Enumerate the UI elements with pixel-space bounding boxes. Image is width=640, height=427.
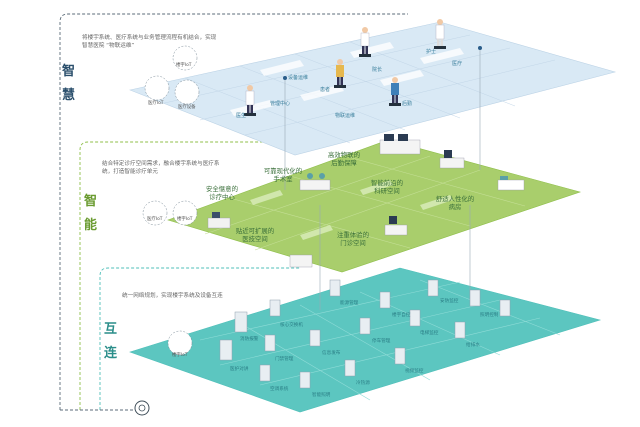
intelligent-plane (167, 139, 582, 273)
node-label-7: 医护对讲 (230, 367, 249, 372)
node-label-9: 信息发布 (322, 351, 341, 356)
connector-dot (283, 76, 287, 80)
smart-icon-label-building-iot: 楼宇IoT (176, 63, 192, 68)
research-lab (439, 150, 465, 169)
node-label-1: 核心交换机 (280, 323, 303, 328)
layer-connectors (284, 50, 481, 310)
intelligent-title-char-2: 能 (84, 218, 98, 233)
node-label-2: 能源管理 (340, 301, 359, 306)
interconnect-icon-label-building-iot: 楼宇IoT (172, 353, 188, 358)
iot-icon-circles (142, 45, 200, 356)
zone-label-5: 贴近可扩展的 医技空间 (235, 227, 275, 243)
node-label-4: 安防监控 (440, 299, 459, 304)
outpatient-room (384, 216, 408, 236)
zone-label-4: 智能前沿的 科研空间 (371, 179, 403, 195)
node-label-13: 空调系统 (270, 387, 289, 392)
smart-description-line-1: 将楼宇系统、医疗系统与业务管理流程有机结合，实现 (82, 35, 217, 41)
node-label-3: 楼宇自控 (392, 313, 411, 318)
node-label-15: 冷热源 (356, 381, 370, 386)
zone-label-2: 可靠现代化的 手术室 (263, 167, 303, 183)
zone-label-1: 安全惬意的 诊疗中心 (206, 185, 238, 201)
smart-icon-label-medical-iot: 医疗IoT (148, 101, 164, 106)
intelligent-description-line-2: 统，打造智能诊疗单元 (102, 169, 158, 175)
plane-label-2: 医生 (236, 113, 247, 119)
node-label-12: 给排水 (466, 343, 480, 348)
plane-label-3: 患者 (320, 87, 331, 93)
interconnect-frame-line (99, 267, 300, 410)
plane-label-7: 管理中心 (270, 101, 291, 107)
reception-desk (207, 212, 231, 229)
plane-label-4: 院长 (372, 67, 383, 73)
nurse-figure (434, 19, 446, 49)
director-figure (359, 27, 371, 57)
origin-node-icon (134, 400, 150, 416)
smart-plane (128, 21, 617, 156)
intelligent-flow-arrows (250, 180, 453, 240)
node-label-16: 视频监控 (405, 369, 424, 374)
connector-dot (478, 46, 482, 50)
imaging-room (289, 254, 313, 268)
operating-room (299, 173, 331, 191)
zone-label-7: 舒适人性化的 病房 (435, 195, 475, 211)
origin-node-inner (138, 404, 146, 412)
node-label-10: 停车管理 (372, 339, 391, 344)
node-label-8: 门禁管理 (275, 357, 294, 362)
interconnect-title-char-2: 连 (104, 346, 118, 361)
node-label-6: 消防报警 (240, 337, 259, 342)
plane-label-8: 医疗 (452, 61, 463, 67)
node-label-5: 照明控制 (480, 313, 499, 318)
node-label-14: 智能照明 (312, 393, 331, 398)
intelligent-title-char-1: 智 (84, 194, 98, 209)
smart-title-char-1: 智 (62, 64, 76, 79)
intelligent-description-line-1: 结合特定诊疗空间需求，融合楼宇系统与医疗系 (102, 161, 220, 167)
plane-label-9: 物联运维 (335, 113, 356, 119)
intelligent-frame-line (79, 141, 270, 410)
doctor-figure (244, 85, 256, 116)
intelligent-icon-label-building-iot: 楼宇IoT (177, 217, 193, 222)
smart-description-line-2: 智慧医院 “物联运维” (82, 43, 135, 49)
smart-frame-line (59, 13, 408, 410)
patient-figure (334, 59, 346, 88)
plane-label-5: 护士 (426, 49, 437, 55)
zone-label-3: 高效物联的 后勤保障 (328, 151, 360, 167)
plane-label-1: 设备运维 (288, 75, 309, 81)
node-label-11: 电梯监控 (420, 331, 439, 336)
interconnect-description: 统一网络规划，实现楼宇系统及设备互连 (122, 293, 223, 299)
logistics-figure (389, 77, 401, 106)
smart-title-char-2: 慧 (62, 88, 76, 103)
plane-label-6: 后勤 (402, 101, 413, 107)
ward-bed (497, 176, 525, 191)
interconnect-title-char-1: 互 (104, 322, 118, 337)
zone-label-6: 注重体验的 门诊空间 (337, 231, 369, 247)
smart-icon-label-medical-equipment: 医疗设备 (178, 105, 196, 110)
control-room (379, 134, 421, 155)
intelligent-icon-label-medical-iot: 医疗IoT (147, 217, 163, 222)
server-cabinets (219, 279, 511, 389)
